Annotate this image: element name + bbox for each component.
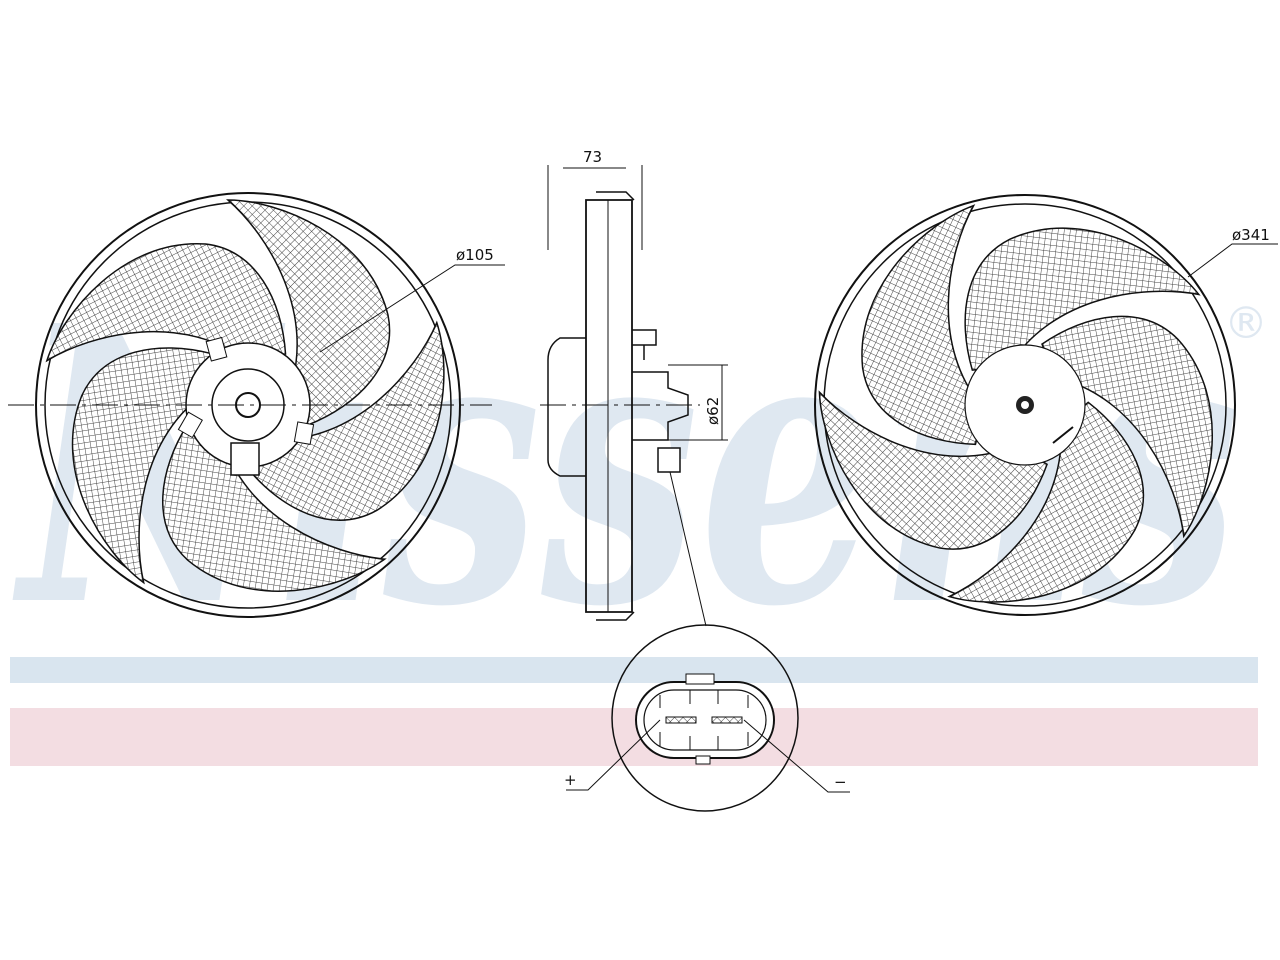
connector-socket [230,442,260,476]
depth-label: 73 [583,148,602,166]
connector-shell [635,681,775,759]
plus-leader [566,719,661,791]
minus-leader [743,719,850,793]
connector-detail: + − [564,624,850,812]
mount-tab [205,336,228,362]
mount-tab [293,421,315,445]
fan-side-view: 73 ø62 [540,148,728,627]
registered-mark: ® [1224,298,1268,349]
motor-body-side [547,337,586,477]
fan-diameter-leader [1187,243,1278,278]
watermark-band-blue [10,657,1258,683]
detail-leader [669,471,707,627]
fan-rear-view [12,192,488,655]
terminal-minus [711,716,743,724]
fan-front-view [814,166,1275,642]
connector-side [657,447,681,473]
hub-diameter-leader [319,264,505,353]
minus-label: − [834,773,847,791]
mount-tab [177,411,203,439]
terminal-plus [665,716,697,724]
watermark-band-pink [10,708,1258,766]
fan-diameter-label: ø341 [1232,226,1270,244]
motor-diameter-label: ø62 [704,397,722,425]
plus-label: + [564,771,577,789]
hub-diameter-label: ø105 [456,246,494,264]
